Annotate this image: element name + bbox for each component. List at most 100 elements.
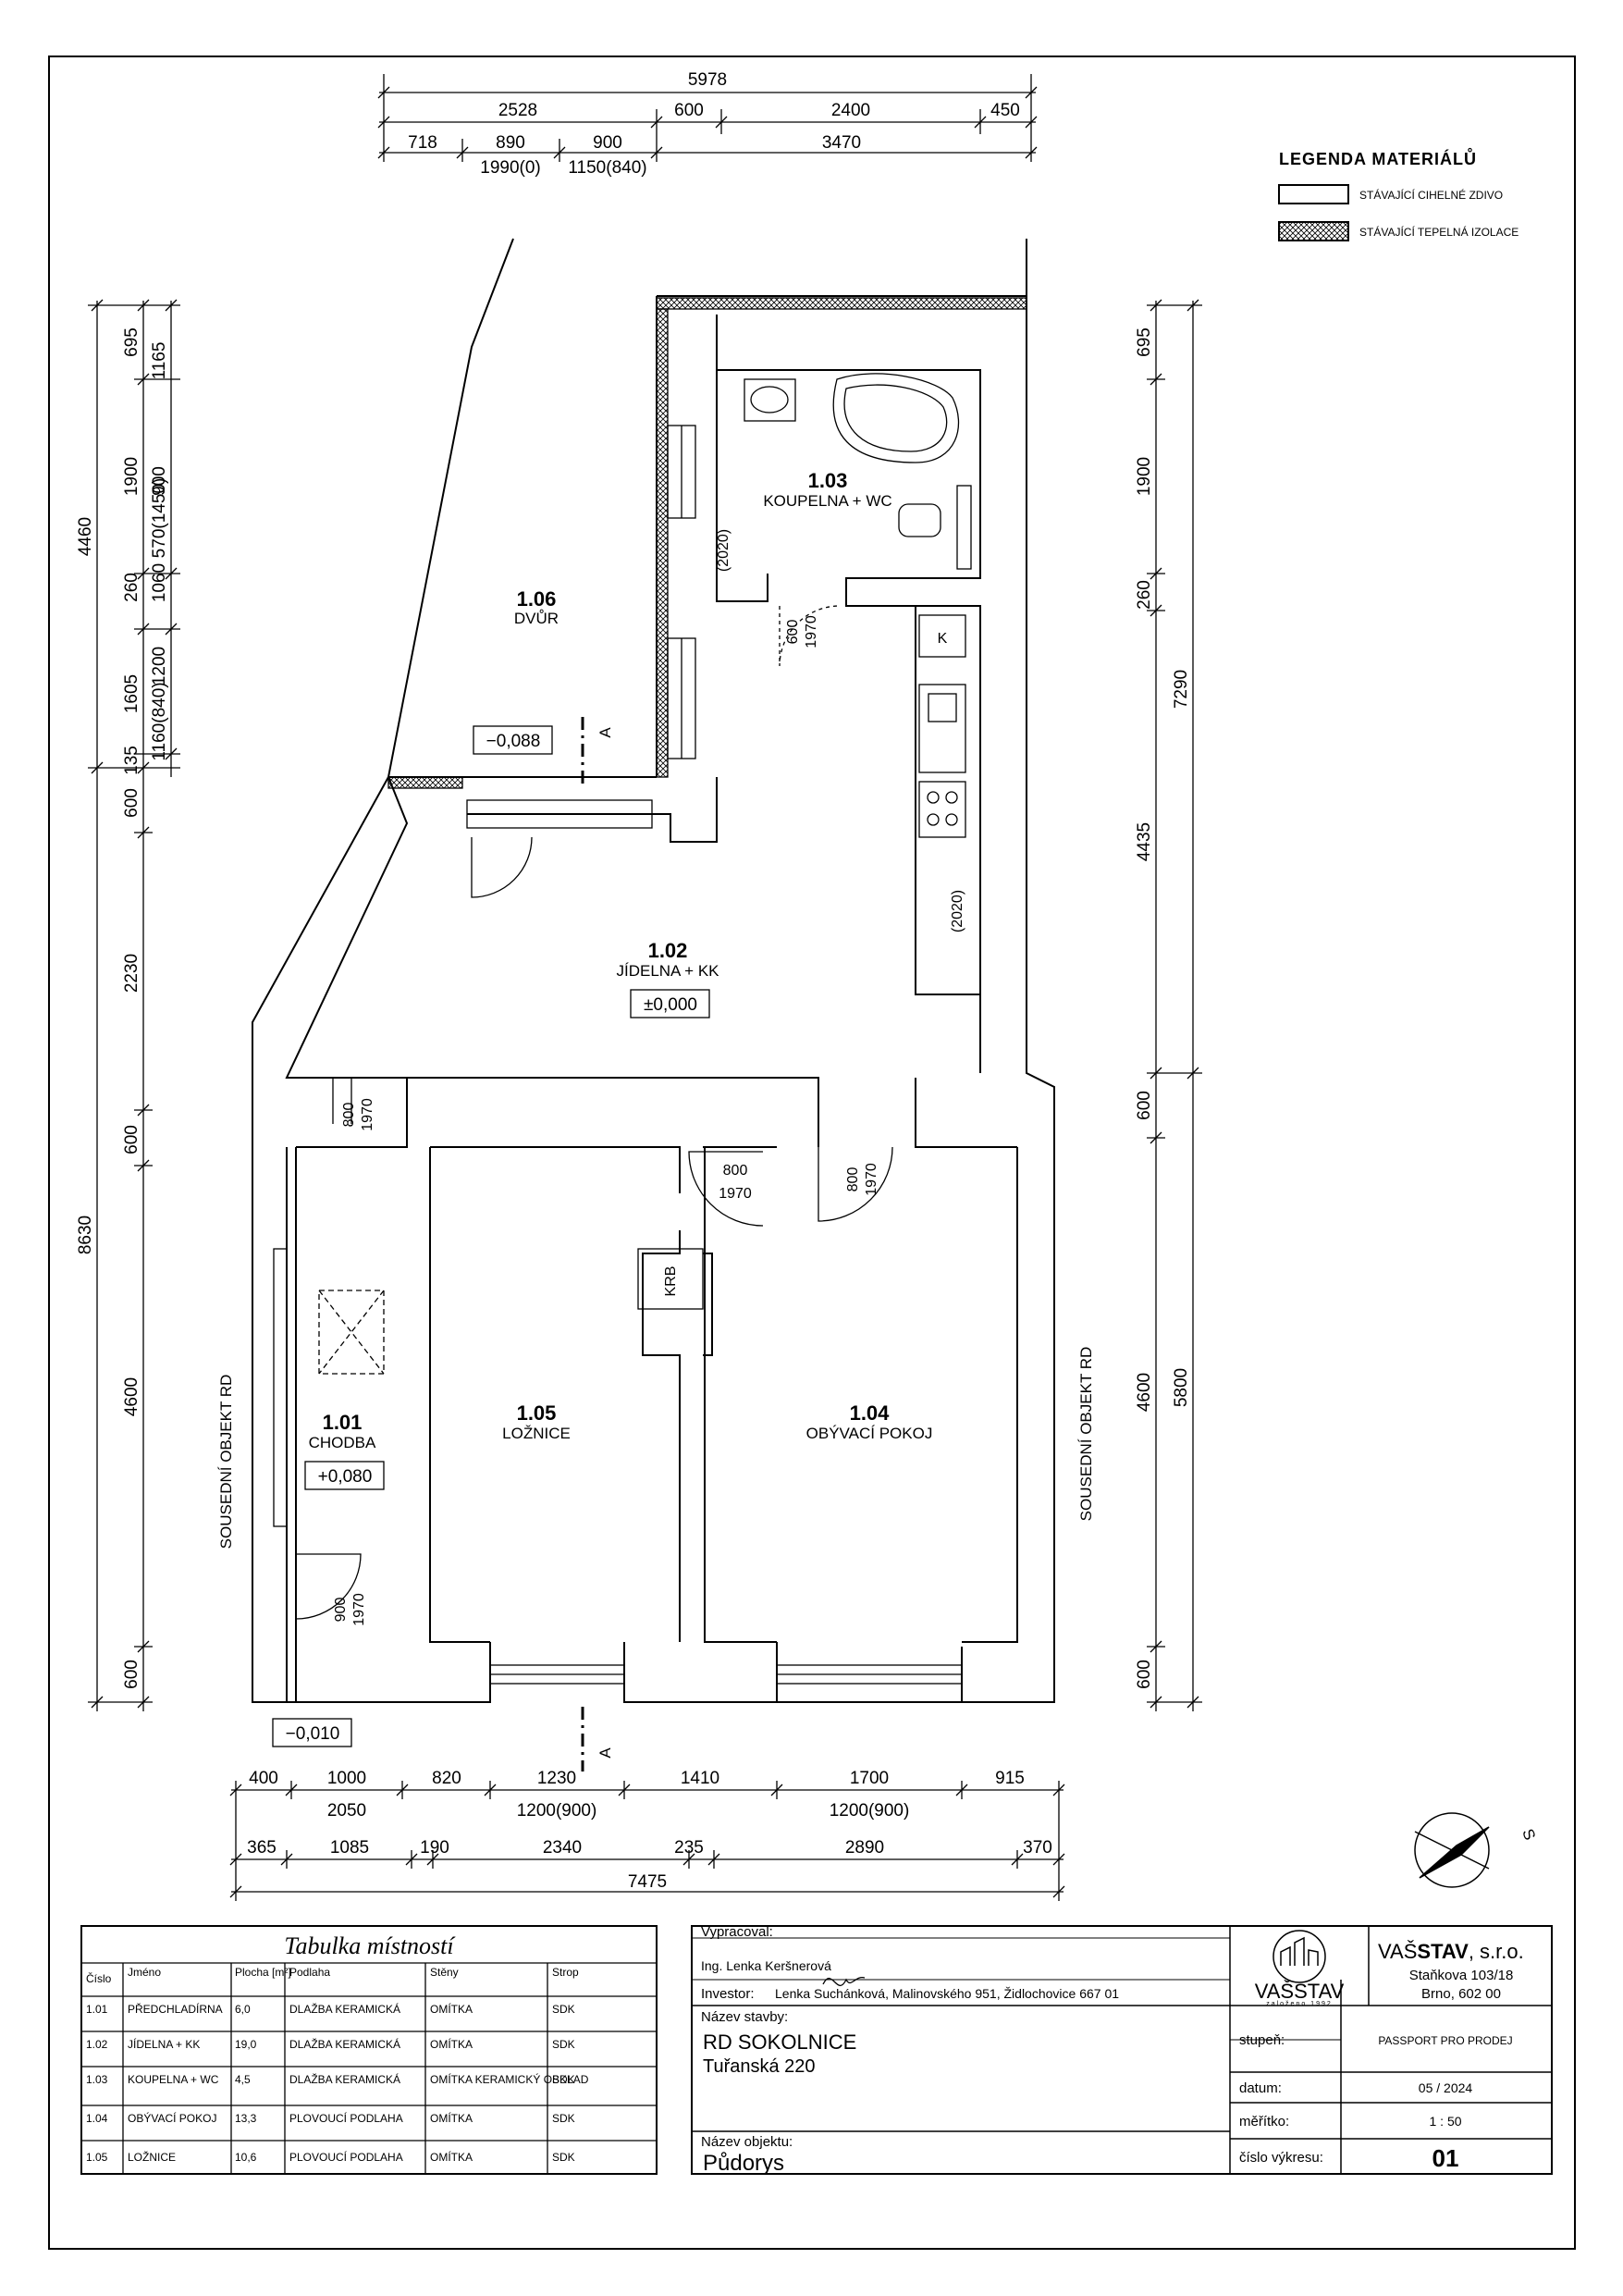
field-drawing-no-label: číslo výkresu: <box>1239 2150 1323 2166</box>
bath-2020-label: (2020) <box>716 529 732 572</box>
left-dimension-labels: 4460 8630 695 1165 1900 900 570(1450) 26… <box>76 327 169 1689</box>
field-stage-label: stupeň: <box>1239 2032 1285 2048</box>
dim-left-2: 1165 <box>150 342 169 380</box>
room-1.04-name: OBÝVACÍ POKOJ <box>806 1425 933 1442</box>
room-table-header-2: Jméno <box>128 1966 161 1979</box>
dim-right-overall-2: 5800 <box>1172 1368 1191 1407</box>
room-1.05-number: 1.05 <box>517 1401 557 1425</box>
dim-right-overall-1: 7290 <box>1172 670 1191 709</box>
legend-hatch-swatch <box>1278 221 1349 241</box>
table-cell: OMÍTKA <box>430 2037 473 2051</box>
dim-bottom-17: 370 <box>1023 1838 1052 1858</box>
dim-bottom-13: 190 <box>420 1838 449 1858</box>
table-cell: 1.02 <box>86 2038 108 2051</box>
table-cell: PLOVOUCÍ PODLAHA <box>289 2111 403 2125</box>
opening-labels: (2020) 600 1970 (2020) 800 1970 800 1970… <box>333 529 965 1626</box>
doors <box>295 605 893 1620</box>
prepared-label: Vypracoval: <box>701 1924 773 1940</box>
dim-right-3: 260 <box>1135 580 1154 610</box>
company-street: Staňkova 103/18 <box>1409 1968 1514 1983</box>
table-cell: JÍDELNA + KK <box>128 2037 200 2051</box>
windows <box>273 425 963 1685</box>
dim-bottom-2: 1000 <box>327 1769 366 1788</box>
legend-item-brick: STÁVAJÍCÍ CIHELNÉ ZDIVO <box>1359 188 1503 202</box>
bedroom-door-height: 1970 <box>719 1186 752 1202</box>
fridge-label: K <box>938 631 948 647</box>
bathroom-fixtures <box>318 373 972 1375</box>
fireplace-label: KRB <box>663 1266 679 1297</box>
dim-bottom-3: 820 <box>432 1769 461 1788</box>
section-marker-bottom: A <box>596 1747 614 1759</box>
room-1.06-level-box <box>473 725 553 755</box>
dim-bottom-12: 1085 <box>330 1838 369 1858</box>
dim-bottom-6: 1700 <box>850 1769 889 1788</box>
bath-door-width: 600 <box>785 620 801 645</box>
signature-icon <box>822 1976 866 1987</box>
field-date-value: 05 / 2024 <box>1419 2080 1473 2095</box>
table-cell: 1.04 <box>86 2112 108 2125</box>
outside-level-box <box>272 1718 352 1747</box>
logo-subtext: založeno 1992 <box>1266 2001 1333 2007</box>
building-label: Název stavby: <box>701 2009 788 2025</box>
field-drawing-no-value: 01 <box>1432 2144 1459 2172</box>
dim-top-6: 890 <box>496 133 525 153</box>
neighbour-left-label: SOUSEDNÍ OBJEKT RD <box>217 1375 235 1549</box>
room-1.02-level-box <box>630 989 710 1018</box>
table-cell: OMÍTKA <box>430 2111 473 2125</box>
room-1.02-name: JÍDELNA + KK <box>616 962 719 980</box>
table-cell: 6,0 <box>235 2003 251 2016</box>
neighbour-right-label: SOUSEDNÍ OBJEKT RD <box>1077 1347 1095 1522</box>
dim-left-7: 1060 <box>150 563 169 602</box>
dim-right-6: 4600 <box>1135 1373 1154 1412</box>
table-cell: OMÍTKA <box>430 2150 473 2164</box>
top-dimension-labels: 5978 2528 600 2400 450 718 890 900 3470 … <box>408 70 1020 178</box>
legend-title: LEGENDA MATERIÁLŮ <box>1279 148 1477 168</box>
table-cell: SDK <box>552 2151 575 2164</box>
field-scale-value: 1 : 50 <box>1429 2114 1461 2129</box>
table-cell: PŘEDCHLADÍRNA <box>128 2002 223 2016</box>
table-cell: OMÍTKA <box>430 2002 473 2016</box>
table-cell: 1.01 <box>86 2003 108 2016</box>
dim-top-5: 718 <box>408 133 437 153</box>
table-cell: PLOVOUCÍ PODLAHA <box>289 2150 403 2164</box>
table-cell: 13,3 <box>235 2112 257 2125</box>
table-cell: SDK <box>552 2112 575 2125</box>
dim-top-7: 900 <box>593 133 622 153</box>
room-labels: 1.06 DVŮR −0,088 1.03 KOUPELNA + WC 1.02… <box>272 469 933 1747</box>
room-1.01-name: CHODBA <box>309 1434 376 1451</box>
dim-left-14: 600 <box>122 1125 141 1154</box>
prepared-by: Ing. Lenka Keršnerová <box>701 1958 831 1973</box>
room-1.04-number: 1.04 <box>850 1401 891 1425</box>
dim-left-overall-top: 4460 <box>76 517 95 556</box>
room-table-header-6: Strop <box>552 1966 579 1979</box>
bath-door-height: 1970 <box>804 615 819 648</box>
dim-right-2: 1900 <box>1135 457 1154 496</box>
dim-left-11: 135 <box>122 746 141 775</box>
dim-top-2: 600 <box>674 101 704 120</box>
room-table-title: Tabulka místností <box>284 1932 456 1959</box>
room-1.02-level: ±0,000 <box>644 995 697 1015</box>
dim-left-13: 2230 <box>122 954 141 993</box>
room-table-header-5: Stěny <box>430 1966 459 1979</box>
entry-door-height: 1970 <box>351 1593 367 1626</box>
top-dimensions <box>377 74 1038 162</box>
hall-door-height: 1970 <box>360 1098 375 1131</box>
dim-bottom-1: 400 <box>249 1769 278 1788</box>
dim-bottom-14: 2340 <box>543 1838 582 1858</box>
dim-left-overall-bottom: 8630 <box>76 1216 95 1254</box>
dim-top-1: 2528 <box>498 101 537 120</box>
dim-bottom-overall: 7475 <box>628 1872 667 1892</box>
room-table: Tabulka místností Číslo Jméno Plocha [m²… <box>80 1925 658 2175</box>
room-1.06-number: 1.06 <box>517 587 557 611</box>
table-cell: LOŽNICE <box>128 2150 176 2164</box>
dim-left-5: 570(1450) <box>150 478 169 559</box>
title-block <box>691 1925 1553 2175</box>
dim-left-12: 600 <box>122 788 141 818</box>
table-cell: DLAŽBA KERAMICKÁ <box>289 2002 400 2016</box>
legend-item-insulation: STÁVAJÍCÍ TEPELNÁ IZOLACE <box>1359 225 1518 239</box>
table-cell: OMÍTKA KERAMICKÝ OBKLAD <box>430 2072 589 2086</box>
dim-top-8: 3470 <box>822 133 861 153</box>
dim-left-16: 600 <box>122 1660 141 1689</box>
field-date-label: datum: <box>1239 2080 1282 2096</box>
